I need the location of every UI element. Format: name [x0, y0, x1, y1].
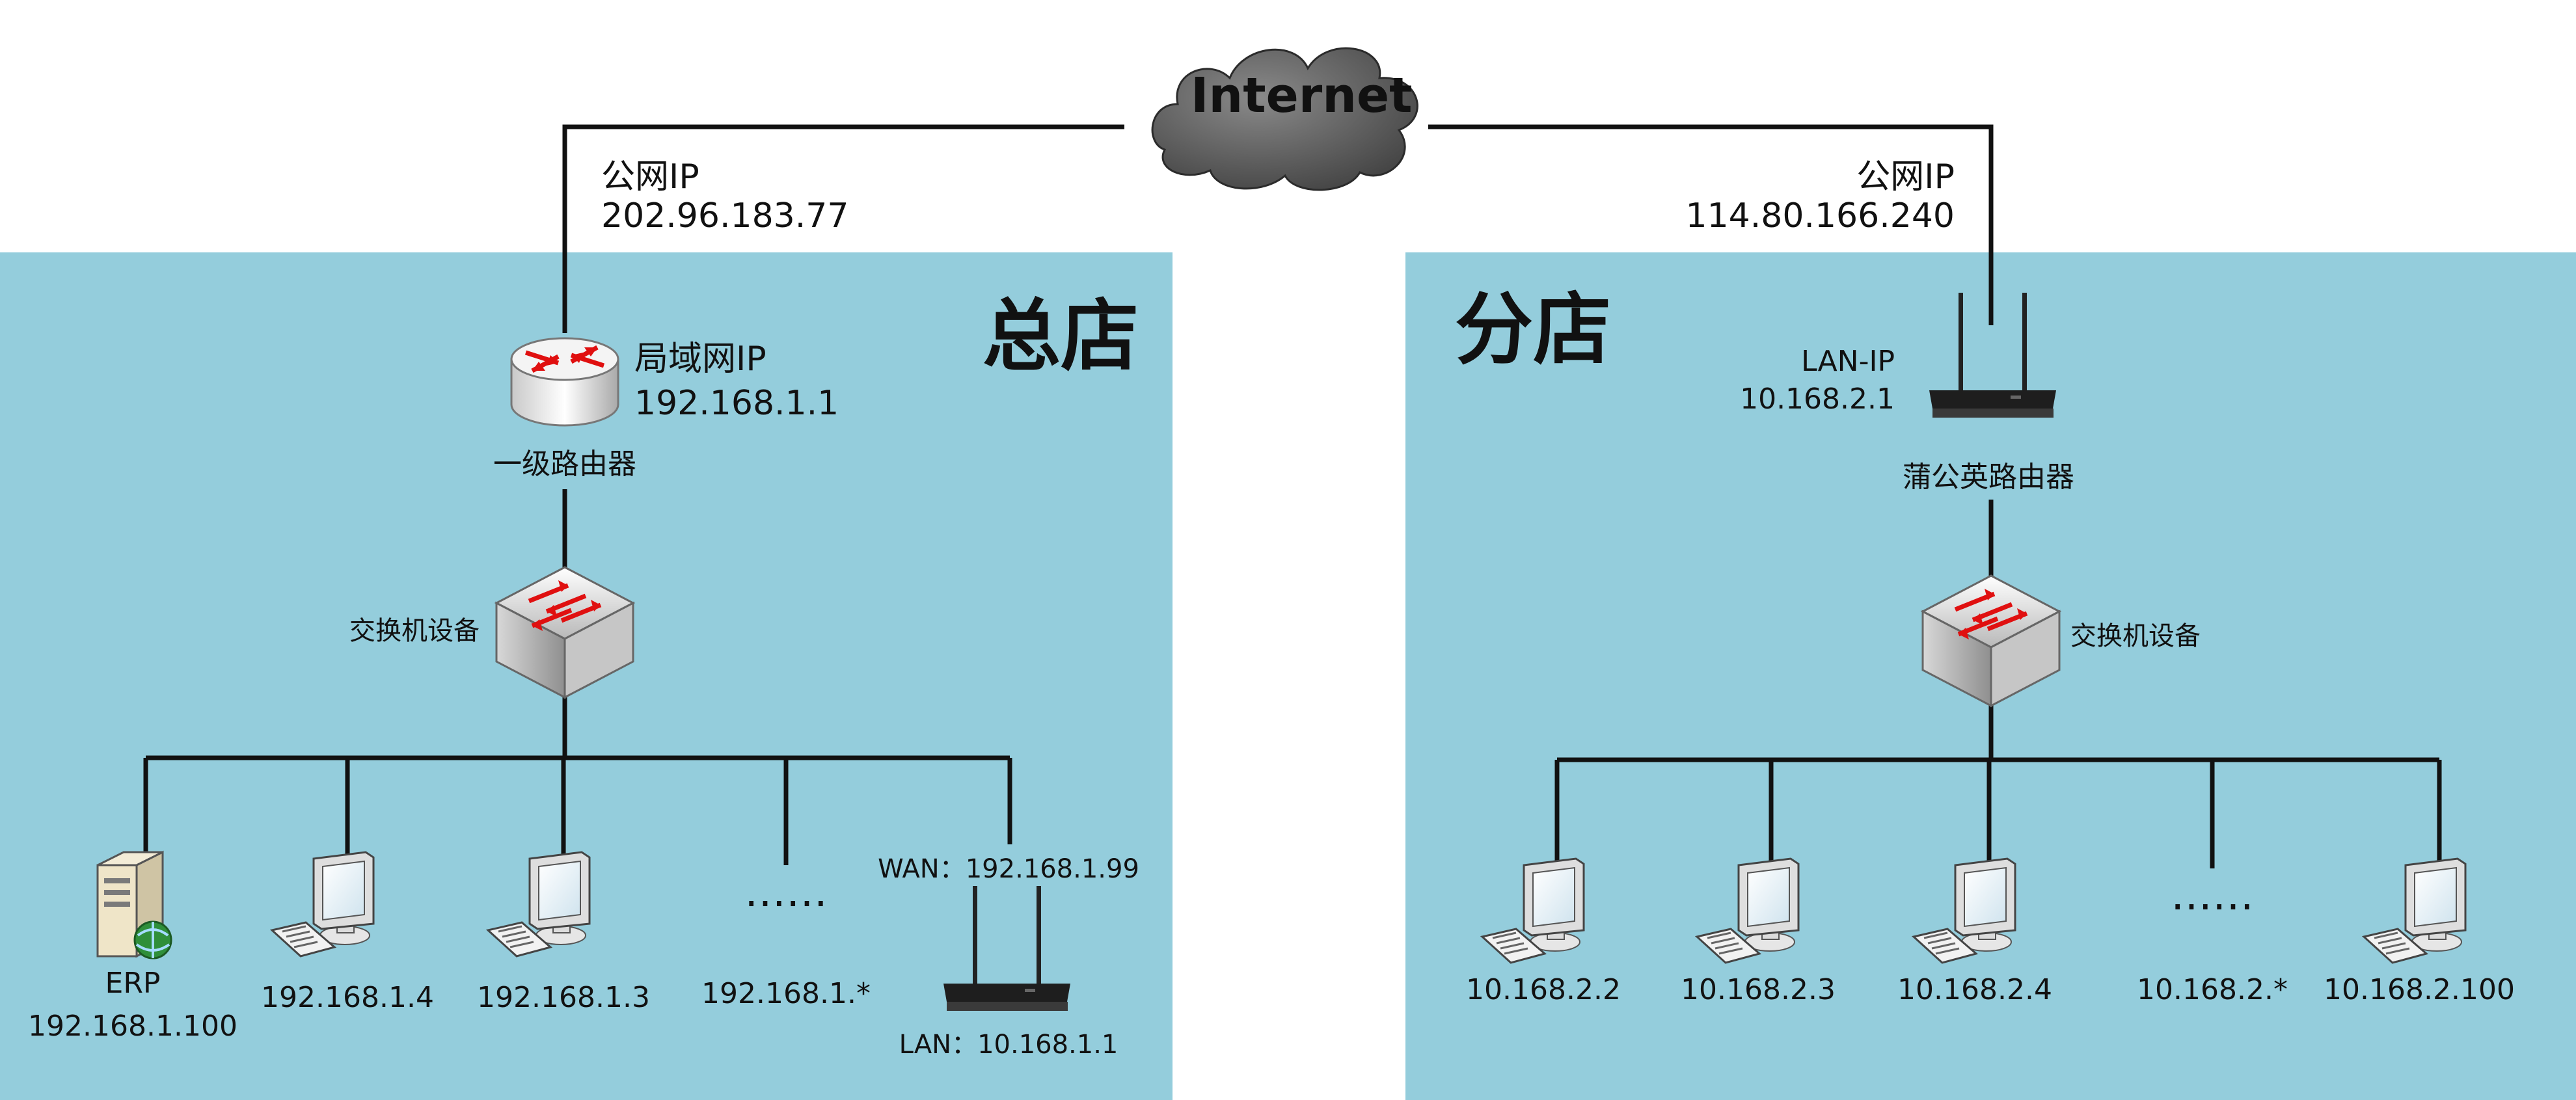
- hq-router-lan-ip: 192.168.1.1: [634, 384, 839, 423]
- branch-pc2-ip: 10.168.2.3: [1681, 973, 1836, 1006]
- hq-public-ip-label: 公网IP: [601, 157, 699, 196]
- hq-router-icon: [511, 338, 618, 425]
- branch-more-dots: ……: [2171, 872, 2254, 920]
- hq-pgy-wan: WAN：192.168.1.99: [878, 854, 1139, 884]
- link-lines: [143, 124, 2442, 875]
- branch-pc4-ip: 10.168.2.100: [2324, 973, 2515, 1006]
- internet-label: Internet: [1191, 68, 1413, 124]
- hq-more-dots: ……: [744, 868, 828, 917]
- branch-pc1-ip: 10.168.2.2: [1466, 973, 1621, 1006]
- branch-router-lan-label: LAN-IP: [1801, 345, 1895, 378]
- hq-pc2-ip: 192.168.1.3: [477, 981, 650, 1014]
- hq-more-ip: 192.168.1.*: [701, 977, 871, 1010]
- branch-public-ip-label: 公网IP: [1856, 157, 1955, 196]
- hq-public-ip: 202.96.183.77: [601, 196, 849, 235]
- hq-title: 总店: [983, 291, 1139, 382]
- erp-server-icon: [96, 850, 172, 959]
- internet-cloud-icon: [1151, 47, 1418, 191]
- branch-pc3-ip: 10.168.2.4: [1897, 973, 2052, 1006]
- branch-switch-name: 交换机设备: [2070, 621, 2201, 651]
- branch-public-ip: 114.80.166.240: [1685, 196, 1955, 235]
- hq-erp-ip: 192.168.1.100: [28, 1010, 237, 1043]
- hq-erp-label: ERP: [105, 967, 161, 1000]
- branch-router-name: 蒲公英路由器: [1903, 461, 2074, 494]
- hq-pgy-lan: LAN：10.168.1.1: [899, 1030, 1119, 1060]
- hq-router-name: 一级路由器: [493, 448, 636, 481]
- hq-switch-name: 交换机设备: [349, 616, 480, 646]
- hq-pc1-ip: 192.168.1.4: [261, 981, 434, 1014]
- branch-more-ip: 10.168.2.*: [2137, 973, 2288, 1006]
- branch-router-lan-ip: 10.168.2.1: [1740, 382, 1895, 416]
- branch-title: 分店: [1455, 285, 1611, 375]
- hq-router-lan-label: 局域网IP: [634, 340, 766, 379]
